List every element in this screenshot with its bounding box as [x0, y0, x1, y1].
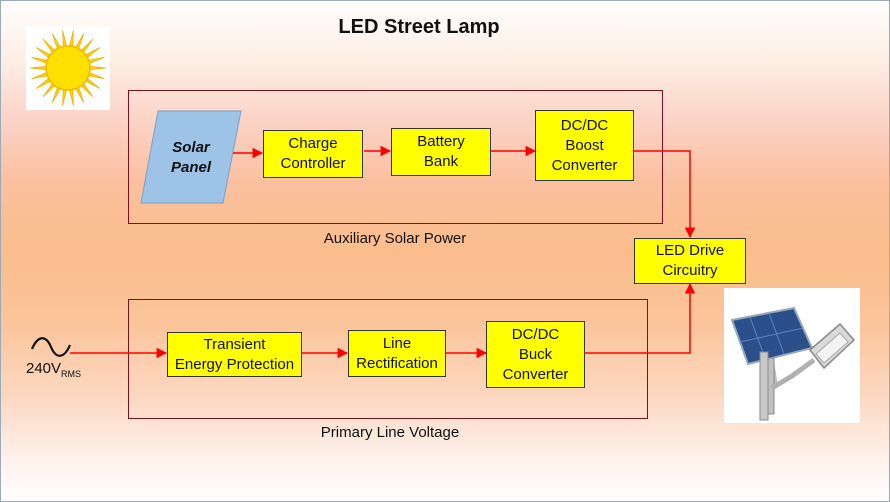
led-drive-circuitry-block: LED Drive Circuitry [634, 238, 746, 284]
auxiliary-solar-power-box [128, 90, 663, 224]
source-voltage-label: 240VRMS [26, 360, 81, 379]
dc-dc-buck-converter-block: DC/DC Buck Converter [486, 321, 585, 388]
dc-dc-boost-converter-block: DC/DC Boost Converter [535, 110, 634, 181]
source-voltage-text: 240V [26, 360, 62, 377]
arrow-buck-to-led-drive [585, 282, 696, 354]
auxiliary-solar-power-label: Auxiliary Solar Power [323, 230, 467, 247]
charge-controller-block: Charge Controller [263, 130, 363, 178]
primary-line-voltage-label: Primary Line Voltage [320, 424, 460, 441]
sun-icon [26, 26, 110, 110]
solar-panel-label: Solar Panel [170, 139, 212, 176]
line-rectification-block: Line Rectification [348, 330, 446, 377]
primary-line-voltage-box [128, 299, 648, 419]
transient-energy-protection-block: Transient Energy Protection [167, 332, 302, 377]
battery-bank-block: Battery Bank [391, 128, 491, 176]
solar-street-lamp-photo [724, 288, 860, 423]
diagram-title: LED Street Lamp [338, 16, 500, 38]
solar-panel-shape [140, 110, 242, 204]
arrow-boost-to-led-drive [634, 150, 696, 239]
source-voltage-subscript: RMS [61, 369, 82, 379]
ac-source-icon [30, 337, 72, 362]
